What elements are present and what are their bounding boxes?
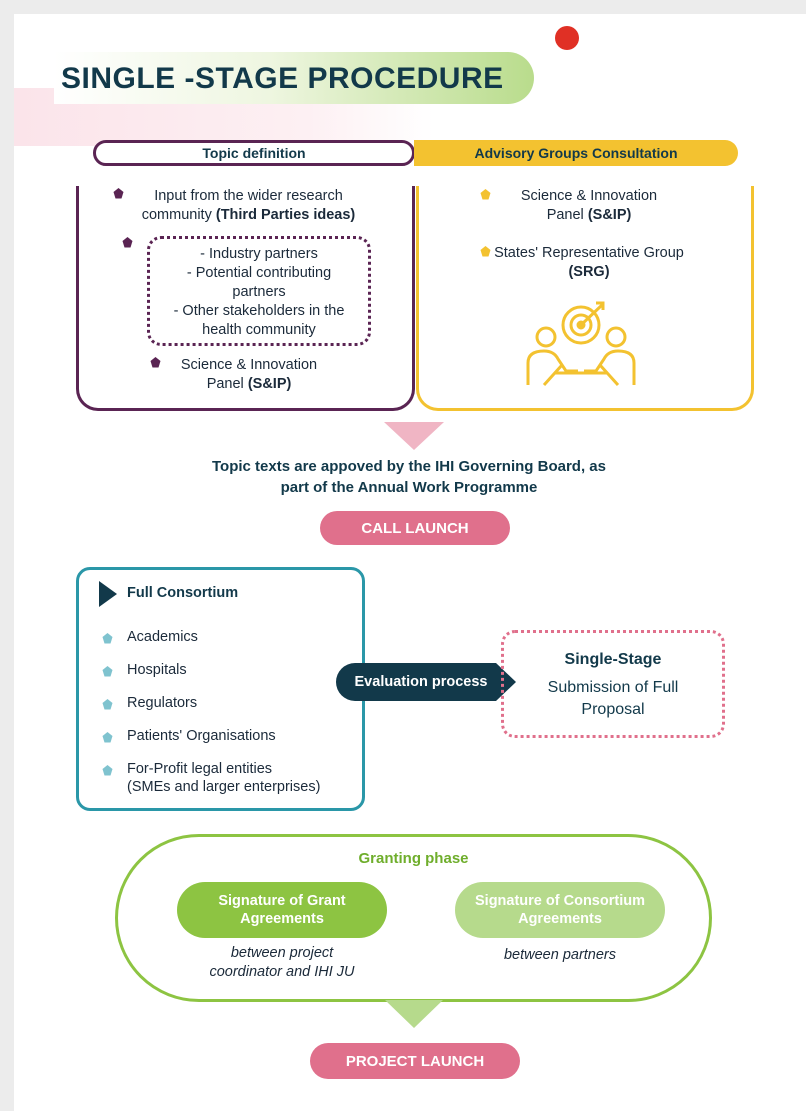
- grant-caption-line: coordinator and IHI JU: [209, 964, 355, 980]
- down-arrow-icon: [385, 1000, 443, 1035]
- grant-agreements-caption: between project coordinator and IHI JU: [177, 944, 387, 982]
- topic-item-sip-bold: (S&IP): [247, 376, 292, 392]
- granting-phase-title: Granting phase: [358, 850, 469, 867]
- advisory-item-srg: States' Representative Group (SRG): [494, 244, 684, 282]
- purple-bullet-icon: [113, 188, 124, 199]
- consortium-agreements-caption: between partners: [503, 947, 617, 963]
- consortium-item: For-Profit legal entities: [127, 761, 273, 777]
- topic-definition-box: [76, 186, 415, 411]
- single-stage-line: Submission of Full: [547, 679, 679, 696]
- approval-text-line2: part of the Annual Work Programme: [280, 479, 538, 496]
- purple-bullet-icon: [122, 237, 133, 248]
- evaluation-process-arrow: Evaluation process: [336, 663, 516, 701]
- teal-bullet-icon: [102, 730, 113, 743]
- red-dot-icon: [555, 26, 579, 50]
- single-stage-line: Proposal: [581, 701, 645, 718]
- advisory-item-sip-bold: (S&IP): [587, 207, 632, 223]
- grant-agreements-pill: Signature of Grant Agreements: [177, 882, 387, 938]
- full-consortium-title: Full Consortium: [127, 585, 239, 601]
- topic-item-input-text: Input from the wider research community: [141, 188, 343, 223]
- consortium-item: Academics: [127, 629, 198, 645]
- advisory-item-sip-text: Science & Innovation Panel: [520, 188, 658, 223]
- topic-item-sip-text: Science & Innovation Panel: [180, 357, 318, 392]
- advisory-item-srg-bold: (SRG): [568, 264, 610, 280]
- call-launch-pill: CALL LAUNCH: [320, 511, 510, 545]
- teal-bullet-icon: [102, 631, 113, 644]
- teal-bullet-icon: [102, 664, 113, 677]
- page-title: SINGLE -STAGE PROCEDURE: [61, 62, 504, 95]
- down-arrow-icon: [384, 422, 444, 457]
- topic-item-input-bold: (Third Parties ideas): [215, 207, 356, 223]
- play-marker-icon: [99, 581, 117, 612]
- consortium-item: Regulators: [127, 695, 198, 711]
- project-launch-pill: PROJECT LAUNCH: [310, 1043, 520, 1079]
- consortium-agreements-pill: Signature of Consortium Agreements: [455, 882, 665, 938]
- target-meeting-icon: [514, 299, 648, 389]
- consortium-item-forprofit: For-Profit legal entities (SMEs and larg…: [127, 760, 320, 796]
- teal-bullet-icon: [102, 763, 113, 776]
- advisory-item-sip: Science & Innovation Panel (S&IP): [504, 187, 674, 225]
- topic-item-input: Input from the wider research community …: [126, 187, 371, 225]
- approval-text-line1: Topic texts are appoved by the IHI Gover…: [212, 458, 606, 475]
- stakeholder-line: health community: [202, 322, 316, 338]
- consortium-item: Hospitals: [127, 662, 187, 678]
- title-pill: [54, 52, 534, 104]
- consortium-item-sub: (SMEs and larger enterprises): [127, 779, 321, 795]
- purple-bullet-icon: [150, 357, 161, 368]
- page: SINGLE -STAGE PROCEDURE Topic definition…: [14, 14, 806, 1111]
- stakeholder-line: - Other stakeholders in the: [173, 303, 345, 319]
- single-stage-desc: Submission of Full Proposal: [501, 677, 725, 721]
- stakeholder-line: - Industry partners: [200, 246, 318, 262]
- topic-definition-header: Topic definition: [93, 140, 415, 166]
- yellow-bullet-icon: [480, 189, 491, 200]
- advisory-header: Advisory Groups Consultation: [414, 140, 738, 166]
- topic-item-sip: Science & Innovation Panel (S&IP): [164, 356, 334, 394]
- evaluation-process-label: Evaluation process: [354, 674, 488, 690]
- stakeholder-line: partners: [232, 284, 286, 300]
- stakeholders-list: - Industry partners - Potential contribu…: [152, 245, 366, 340]
- advisory-box: [416, 186, 754, 411]
- single-stage-box: [501, 630, 725, 738]
- grant-caption-line: between project: [230, 945, 334, 961]
- teal-bullet-icon: [102, 697, 113, 710]
- single-stage-title: Single-Stage: [564, 651, 662, 668]
- stakeholder-line: - Potential contributing: [186, 265, 332, 281]
- stakeholders-dotted-box: [147, 236, 371, 346]
- approval-text: Topic texts are appoved by the IHI Gover…: [114, 456, 704, 498]
- advisory-item-srg-text: States' Representative Group: [494, 245, 684, 261]
- yellow-bullet-icon: [480, 246, 491, 257]
- consortium-item: Patients' Organisations: [127, 728, 276, 744]
